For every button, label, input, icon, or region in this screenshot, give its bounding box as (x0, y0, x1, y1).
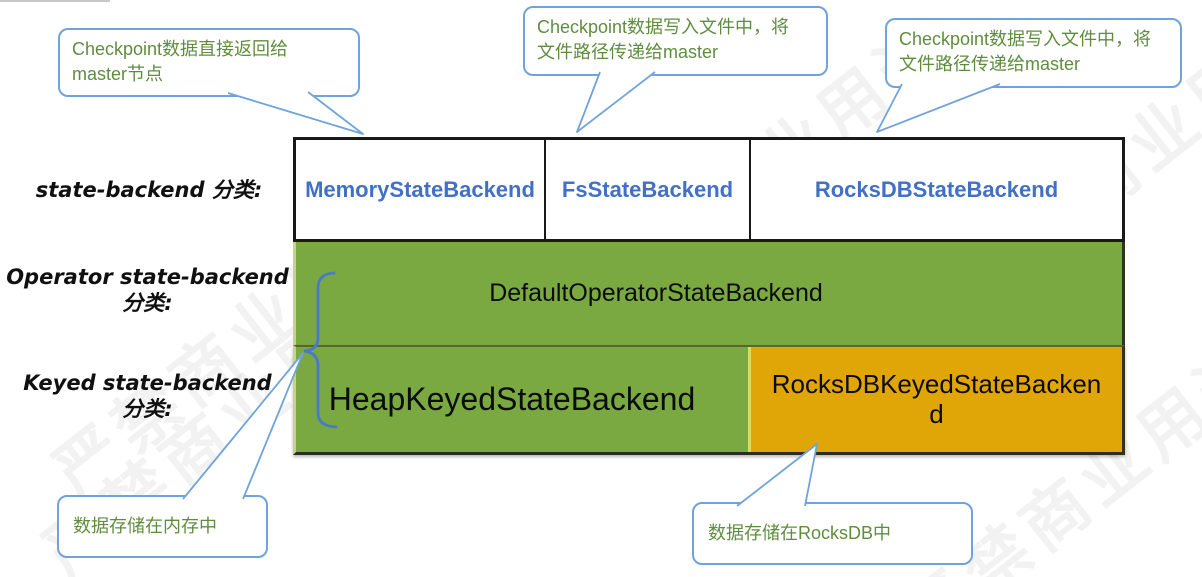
row-label-text: Keyed state-backend (23, 371, 272, 395)
callout-line: master节点 (72, 63, 164, 84)
keyed-cell-rocksdb: RocksDBKeyedStateBackend (748, 347, 1122, 452)
state-backend-table: MemoryStateBackend FsStateBackend RocksD… (293, 137, 1125, 455)
callout-rocksdb-keyed: 数据存储在RocksDB中 (692, 502, 973, 565)
operator-cell-label: DefaultOperatorStateBackend (489, 279, 823, 307)
callout-memory: Checkpoint数据直接返回给 master节点 (58, 28, 360, 97)
callout-rocksdb: Checkpoint数据写入文件中，将 文件路径传递给master (885, 18, 1182, 88)
callout-line: 数据存储在内存中 (73, 516, 217, 537)
callout-line: Checkpoint数据写入文件中，将 (537, 17, 790, 37)
header-cell-label: FsStateBackend (561, 176, 734, 202)
header-cell-fs: FsStateBackend (544, 140, 749, 239)
row-label-operator: Operator state-backend 分类: (0, 264, 295, 316)
row-label-state-backend: state-backend 分类: (8, 177, 290, 203)
callout-tail-fs (576, 71, 656, 133)
header-row: MemoryStateBackend FsStateBackend RocksD… (293, 137, 1125, 242)
keyed-cell-label: HeapKeyedStateBackend (328, 381, 696, 417)
callout-tail-memory (227, 91, 364, 135)
callout-line: 文件路径传递给master (899, 53, 1081, 74)
callout-line: Checkpoint数据直接返回给 (72, 39, 289, 59)
callout-heap: 数据存储在内存中 (57, 495, 268, 558)
callout-tail-rocksdb (876, 83, 1001, 133)
header-cell-label: MemoryStateBackend (305, 176, 535, 202)
callout-line: Checkpoint数据写入文件中，将 (899, 29, 1152, 49)
row-label-text: Operator state-backend (6, 265, 289, 289)
row-label-text: state-backend 分类: (35, 178, 263, 202)
keyed-row: HeapKeyedStateBackend RocksDBKeyedStateB… (293, 345, 1125, 455)
callout-line: 文件路径传递给master (537, 41, 719, 62)
row-label-text: 分类: (122, 397, 173, 421)
window-edge-artifact (0, 0, 110, 2)
operator-row: DefaultOperatorStateBackend (293, 242, 1125, 345)
keyed-cell-heap: HeapKeyedStateBackend (296, 347, 748, 452)
callout-line: 数据存储在RocksDB中 (708, 523, 892, 544)
row-label-text: 分类: (122, 291, 173, 315)
header-cell-memory: MemoryStateBackend (296, 140, 544, 239)
header-cell-rocksdb: RocksDBStateBackend (749, 140, 1122, 239)
callout-fs: Checkpoint数据写入文件中，将 文件路径传递给master (523, 6, 828, 76)
header-cell-label: RocksDBStateBackend (814, 176, 1059, 202)
row-label-keyed: Keyed state-backend 分类: (0, 370, 295, 422)
keyed-cell-label: RocksDBKeyedStateBackend (771, 368, 1102, 429)
